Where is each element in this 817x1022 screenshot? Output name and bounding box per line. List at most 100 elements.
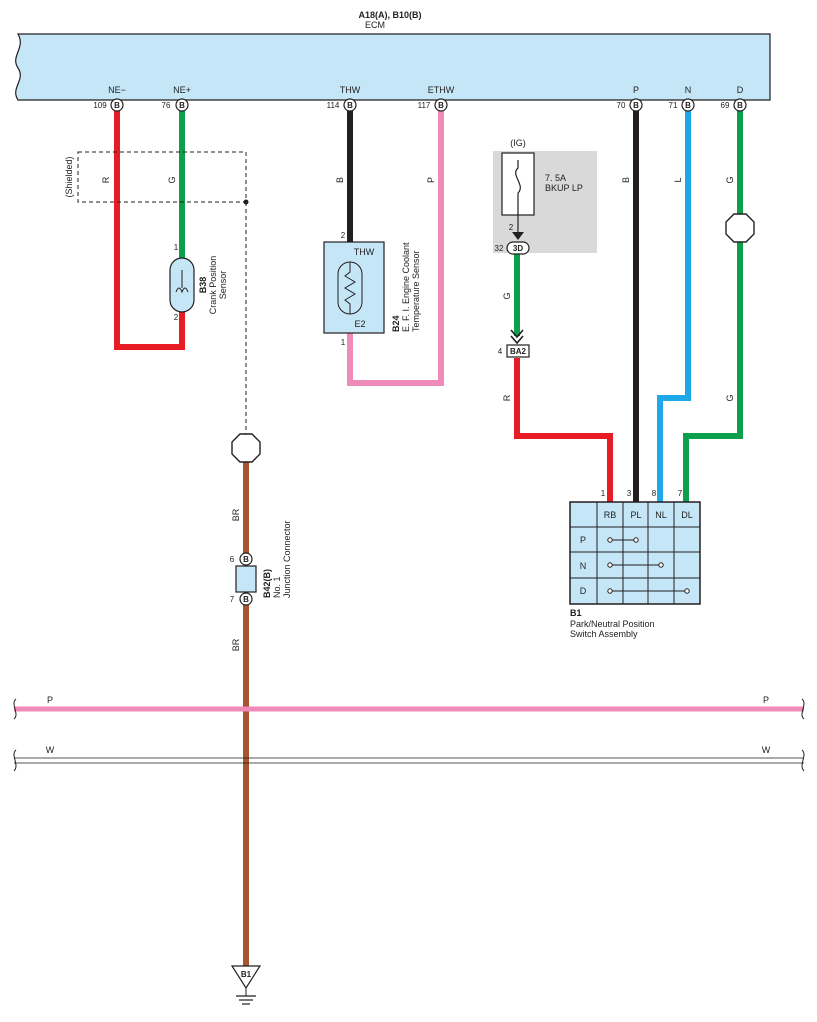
bus-w-label-left: W [46, 745, 55, 755]
wire-ethw [347, 111, 444, 386]
wire-code-ne-plus: G [167, 176, 177, 183]
switch-pin-3: 3 [627, 489, 632, 498]
crank-position-sensor: 1 2 B38 Crank Position Sensor [169, 243, 228, 322]
ba2-box [506, 344, 530, 358]
ecm-pin-76-conn: B [179, 101, 185, 110]
switch-row-n: N [580, 561, 587, 571]
crank-sensor-code: B38 [198, 277, 208, 294]
ecm-terminal-thw: THW [340, 85, 361, 95]
coolant-sensor-name-2: Temperature Sensor [411, 250, 421, 332]
wire-ba2-out [514, 358, 613, 502]
ba2-pin: 4 [498, 347, 503, 356]
crank-sensor-name-1: Crank Position [208, 256, 218, 315]
ecm-pin-117: B 117 [418, 98, 448, 112]
bus-lines: P P W W [13, 695, 805, 772]
ecm-pin-76: B 76 [162, 98, 189, 112]
junction-code: B42(B) [262, 569, 272, 598]
ground-label: B1 [241, 970, 252, 979]
wire-n [657, 111, 691, 502]
bus-w-break-left [13, 749, 17, 772]
park-neutral-switch: 1 3 8 7 RB PL NL DL P N D B1 Park/Neutra… [569, 489, 701, 639]
switch-col-rb: RB [604, 510, 617, 520]
fuse-pin-2: 2 [509, 223, 514, 232]
ba2-label: BA2 [510, 347, 527, 356]
ecm-pin-69: B 69 [721, 98, 747, 112]
octagon-connector-shield [231, 433, 261, 463]
bus-p: P P [13, 695, 805, 720]
switch-row-p: P [580, 535, 586, 545]
junction-pin-7-conn: B [243, 595, 249, 604]
arrow-down-icon [512, 232, 524, 240]
switch-col-nl: NL [655, 510, 667, 520]
ecm-subtitle: ECM [365, 20, 385, 30]
bus-w-label-right: W [762, 745, 771, 755]
fuse-block: (IG) 7. 5A BKUP LP 2 3D 32 [493, 138, 597, 255]
junction-body [235, 565, 257, 593]
fuse-rating: 7. 5A [545, 173, 566, 183]
ecm-title: A18(A), B10(B) [358, 10, 421, 20]
wire-code-fuse-out: G [502, 292, 512, 299]
wire-code-thw: B [335, 177, 345, 183]
wire-d-lower [683, 242, 743, 502]
wire-ne-minus [114, 111, 185, 350]
bus-p-break-left [13, 698, 17, 720]
wire-code-ground-lower: BR [231, 638, 241, 651]
ecm-pin-70: B 70 [617, 98, 643, 112]
ecm-pin-71: B 71 [669, 98, 695, 112]
junction-pin-6-conn: B [243, 555, 249, 564]
junction-pin-7-circle [239, 592, 253, 606]
coolant-sensor-pin-1: 1 [341, 338, 346, 347]
shield-outline [77, 151, 247, 203]
switch-code: B1 [570, 608, 582, 618]
crank-sensor-pin-2: 2 [174, 313, 179, 322]
shield-label: (Shielded) [64, 156, 74, 197]
coolant-sensor-terminal-e2: E2 [354, 319, 365, 329]
wire-code-ba2-out: R [502, 394, 512, 401]
wire-code-d-lower: G [725, 394, 735, 401]
ground-triangle [230, 965, 262, 990]
switch-body [569, 501, 701, 605]
shield-splice-dot [243, 199, 249, 205]
coolant-sensor-terminal-thw: THW [354, 247, 375, 257]
ecm-terminal-ne-minus: NE− [108, 85, 126, 95]
wire-code-ethw: P [426, 177, 436, 183]
wire-code-ne-minus: R [101, 176, 111, 183]
ecm-pins: B 109 B 76 B 114 B 117 B 70 B 71 [93, 98, 747, 112]
ecm-terminal-ne-plus: NE+ [173, 85, 191, 95]
ecm-pin-71-conn: B [685, 101, 691, 110]
wire-code-d-upper: G [725, 176, 735, 183]
wire-code-ground-upper: BR [231, 508, 241, 521]
ground-point: B1 [230, 965, 262, 1005]
switch-grid [570, 502, 700, 604]
shield: (Shielded) [64, 151, 249, 436]
junction-name-2: Junction Connector [282, 520, 292, 598]
coil-icon [175, 287, 189, 294]
ecm-terminal-p: P [633, 85, 639, 95]
crank-sensor-pin-1: 1 [174, 243, 179, 252]
connector-3d-label: 3D [513, 244, 523, 253]
ecm-pin-71-number: 71 [669, 101, 678, 110]
ecm-pin-69-number: 69 [721, 101, 730, 110]
switch-name-1: Park/Neutral Position [570, 619, 655, 629]
ecm-pin-70-conn: B [633, 101, 639, 110]
switch-pin-1: 1 [601, 489, 606, 498]
ecm-pin-70-number: 70 [617, 101, 626, 110]
ecm-pin-117-conn: B [438, 101, 444, 110]
ecm-terminal-n: N [685, 85, 692, 95]
switch-name-2: Switch Assembly [570, 629, 638, 639]
junction-pin-6: 6 [230, 555, 235, 564]
coolant-sensor-code: B24 [391, 315, 401, 332]
resistor-icon [344, 262, 356, 314]
switch-col-pl: PL [630, 510, 641, 520]
connector-3d-pin: 32 [495, 244, 504, 253]
ecm-pin-109-conn: B [114, 101, 120, 110]
ecm-terminals: NE− NE+ THW ETHW P N D [108, 85, 744, 95]
connector-3d [506, 241, 530, 255]
junction-pin-7: 7 [230, 595, 235, 604]
junction-connector: B B 6 7 B42(B) No. 1 Junction Connector [230, 520, 292, 606]
fuse-icon [515, 160, 521, 215]
switch-pin-7: 7 [678, 489, 683, 498]
octagon-connector-d [725, 213, 755, 243]
ba2-connector: BA2 4 [498, 329, 530, 358]
ecm-pin-114-conn: B [347, 101, 353, 110]
